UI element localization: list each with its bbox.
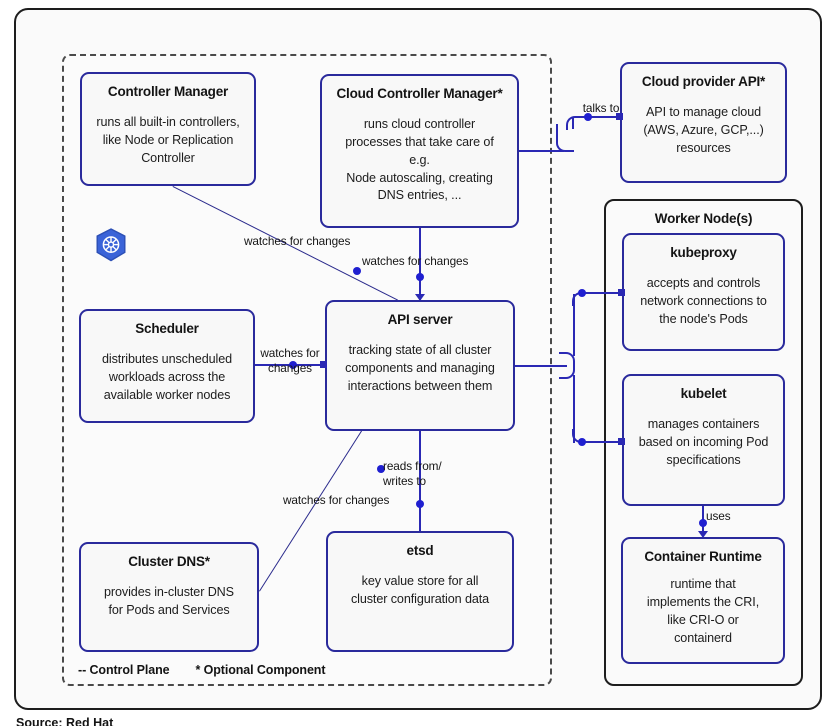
node-description: distributes unscheduled workloads across… bbox=[101, 351, 233, 402]
wire-to-kubeproxy bbox=[584, 292, 622, 294]
kubernetes-logo-icon bbox=[93, 227, 129, 263]
wire-ccm-to-api-server bbox=[419, 228, 421, 302]
node-controller-manager[interactable]: Controller Manager runs all built-in con… bbox=[80, 72, 256, 186]
wire-arrow-api-server-top bbox=[415, 294, 425, 301]
node-description: key value store for all cluster configur… bbox=[350, 573, 490, 606]
edge-label-talks-to: talks to bbox=[582, 101, 620, 115]
wire-corner-ccm2 bbox=[566, 116, 582, 130]
wire-dot-kubelet bbox=[578, 438, 586, 446]
wire-to-kubelet bbox=[584, 441, 622, 443]
edge-label-dns-watches: watches for changes bbox=[283, 493, 390, 507]
legend-optional-component: * Optional Component bbox=[195, 663, 326, 677]
legend: -- Control Plane * Optional Component bbox=[78, 663, 326, 677]
wire-ccm-to-cloudapi bbox=[578, 116, 620, 118]
node-title: Cloud Controller Manager* bbox=[336, 86, 503, 101]
wire-dot-reads-writes bbox=[416, 500, 424, 508]
node-title: Scheduler bbox=[135, 321, 199, 336]
wire-dot-ccm-watches bbox=[416, 273, 424, 281]
node-description: provides in-cluster DNS for Pods and Ser… bbox=[104, 584, 234, 617]
node-title: API server bbox=[387, 312, 453, 327]
wire-dot-dns-watches bbox=[377, 465, 385, 473]
wire-kubelet-to-runtime bbox=[702, 506, 704, 531]
wire-worker-split-down bbox=[573, 375, 575, 443]
edge-label-scheduler-watches: watches for changes bbox=[260, 346, 320, 376]
wire-arrow-cloudapi bbox=[616, 113, 623, 120]
node-container-runtime[interactable]: Container Runtime runtime that implement… bbox=[621, 537, 785, 664]
node-description: tracking state of all cluster components… bbox=[345, 342, 495, 393]
edge-label-ccm-watches: watches for changes bbox=[362, 254, 469, 268]
legend-control-plane: -- Control Plane bbox=[78, 663, 170, 677]
node-cluster-dns[interactable]: Cluster DNS* provides in-cluster DNS for… bbox=[79, 542, 259, 652]
edge-label-cm-watches: watches for changes bbox=[244, 234, 351, 248]
node-description: runtime that implements the CRI, like CR… bbox=[646, 576, 760, 645]
node-description: API to manage cloud (AWS, Azure, GCP,...… bbox=[643, 104, 764, 155]
node-title: Cloud provider API* bbox=[641, 74, 766, 89]
node-description: manages containers based on incoming Pod… bbox=[638, 416, 769, 467]
node-kubelet[interactable]: kubelet manages containers based on inco… bbox=[622, 374, 785, 506]
worker-node-title: Worker Node(s) bbox=[654, 211, 753, 226]
node-title: kubeproxy bbox=[670, 245, 737, 260]
wire-dot-kubeproxy bbox=[578, 289, 586, 297]
node-title: kubelet bbox=[680, 386, 727, 401]
edge-label-reads-writes: reads from/ writes to bbox=[383, 459, 442, 489]
node-scheduler[interactable]: Scheduler distributes unscheduled worklo… bbox=[79, 309, 255, 423]
wire-api-server-right bbox=[515, 365, 567, 367]
wire-arrow-kubeproxy bbox=[618, 289, 625, 296]
source-caption: Source: Red Hat bbox=[16, 716, 114, 726]
node-title: Controller Manager bbox=[107, 84, 229, 99]
edge-label-uses: uses bbox=[706, 509, 731, 523]
node-title: etsd bbox=[406, 543, 434, 558]
node-title: Container Runtime bbox=[644, 549, 762, 564]
node-kubeproxy[interactable]: kubeproxy accepts and controls network c… bbox=[622, 233, 785, 351]
node-description: runs cloud controller processes that tak… bbox=[345, 116, 494, 203]
node-description: accepts and controls network connections… bbox=[640, 275, 767, 326]
node-cloud-provider-api[interactable]: Cloud provider API* API to manage cloud … bbox=[620, 62, 787, 183]
wire-arrow-kubelet bbox=[618, 438, 625, 445]
node-etcd[interactable]: etsd key value store for all cluster con… bbox=[326, 531, 514, 652]
wire-dot-cm-watches bbox=[353, 267, 361, 275]
wire-api-server-to-etcd bbox=[419, 431, 421, 531]
node-title: Cluster DNS* bbox=[128, 554, 210, 569]
wire-corner-ws-down bbox=[559, 363, 575, 379]
wire-arrow-api-server-left bbox=[320, 361, 327, 368]
node-cloud-controller-manager[interactable]: Cloud Controller Manager* runs cloud con… bbox=[320, 74, 519, 228]
wire-corner-ws-up bbox=[559, 352, 575, 368]
wire-corner-ccm bbox=[556, 124, 574, 152]
node-description: runs all built-in controllers, like Node… bbox=[96, 114, 240, 165]
wire-dot-scheduler-watches bbox=[289, 361, 297, 369]
wire-ccm-right bbox=[519, 150, 564, 152]
wire-dot-talks-to bbox=[584, 113, 592, 121]
wire-arrow-container-runtime bbox=[698, 531, 708, 538]
wire-dot-uses bbox=[699, 519, 707, 527]
wire-worker-split-up bbox=[573, 294, 575, 356]
node-api-server[interactable]: API server tracking state of all cluster… bbox=[325, 300, 515, 431]
